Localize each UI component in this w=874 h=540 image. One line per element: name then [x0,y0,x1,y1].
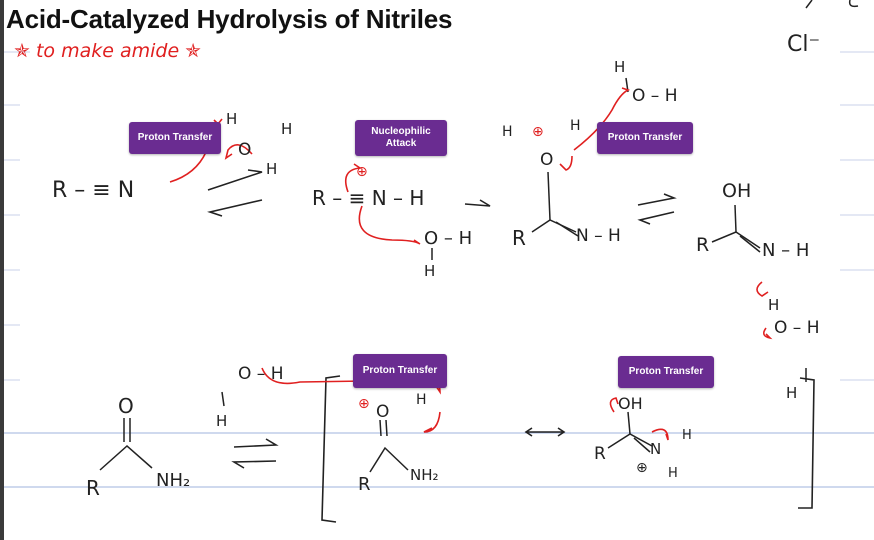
hydronium-h2: H [281,120,293,138]
tag-proton-transfer-4: Proton Transfer [618,356,714,388]
bracket-charge: ⊕ [358,396,370,412]
hydronium-oxygen: O [238,140,252,160]
forward-arrow-1 [464,199,491,207]
left-border [0,0,4,540]
amide-oxygen: O [118,394,134,418]
tag-proton-transfer-2: Proton Transfer [597,122,693,154]
nitrilium-charge: ⊕ [356,164,368,180]
equilibrium-arrow-1 [207,169,263,217]
resonance-arrow [524,427,566,437]
top-scribble [805,0,859,9]
resonance-n: N [650,440,662,458]
intermediate-charge: ⊕ [532,124,544,140]
nitrile: R – ≡ N [52,178,135,203]
bracket-h: H [416,392,427,408]
tag-proton-transfer-3: Proton Transfer [353,354,447,388]
right-water-h: H [768,296,780,314]
resonance-h2: H [668,466,678,481]
intermediate-h-right: H [570,118,581,134]
tag-nucleophilic-attack: Nucleophilic Attack [355,120,447,156]
bracket-r: R [358,474,371,495]
intermediate-nh: N – H [576,226,621,246]
chloride-counter-ion: Cl⁻ [787,32,821,57]
intermediate-h-left: H [502,124,513,140]
resonance-h1: H [682,428,692,443]
bond-lines [99,77,807,473]
top-water-h: H [614,58,626,76]
imidic-acid-nh: N – H [762,240,810,261]
attacking-water-h: H [424,262,436,280]
bracket-oxygen: O [376,402,390,422]
bracket-nh2: NH₂ [410,466,439,484]
imidic-acid-oh: OH [722,180,752,202]
intermediate-r: R [512,226,526,250]
amide-nh2: NH₂ [156,470,191,491]
nitrilium-ion: R – ≡ N – H [312,186,425,210]
resonance-charge: ⊕ [636,460,648,476]
hydronium-h1: H [226,110,238,128]
subtitle-note: ✯ to make amide ✯ [14,40,202,62]
ruled-lines [4,51,874,488]
bottom-water: O – H [238,364,284,384]
top-water: O – H [632,86,678,106]
page-title: Acid-Catalyzed Hydrolysis of Nitriles [6,4,453,34]
left-bracket [321,375,341,523]
attacking-water: O – H [424,228,473,249]
right-bracket [798,377,815,509]
resonance-oh: OH [618,394,643,413]
intermediate-oxygen: O [540,150,554,170]
hydronium-h3: H [266,160,278,178]
tag-proton-transfer-1: Proton Transfer [129,122,221,154]
right-water: O – H [774,318,820,338]
amide-r: R [86,476,100,500]
equilibrium-arrow-2 [637,193,677,225]
resonance-r: R [594,444,606,464]
right-hydronium-h: H [786,384,798,402]
bottom-water-h: H [216,412,228,430]
equilibrium-arrow-3 [231,438,279,469]
imidic-acid-r: R [696,234,710,256]
